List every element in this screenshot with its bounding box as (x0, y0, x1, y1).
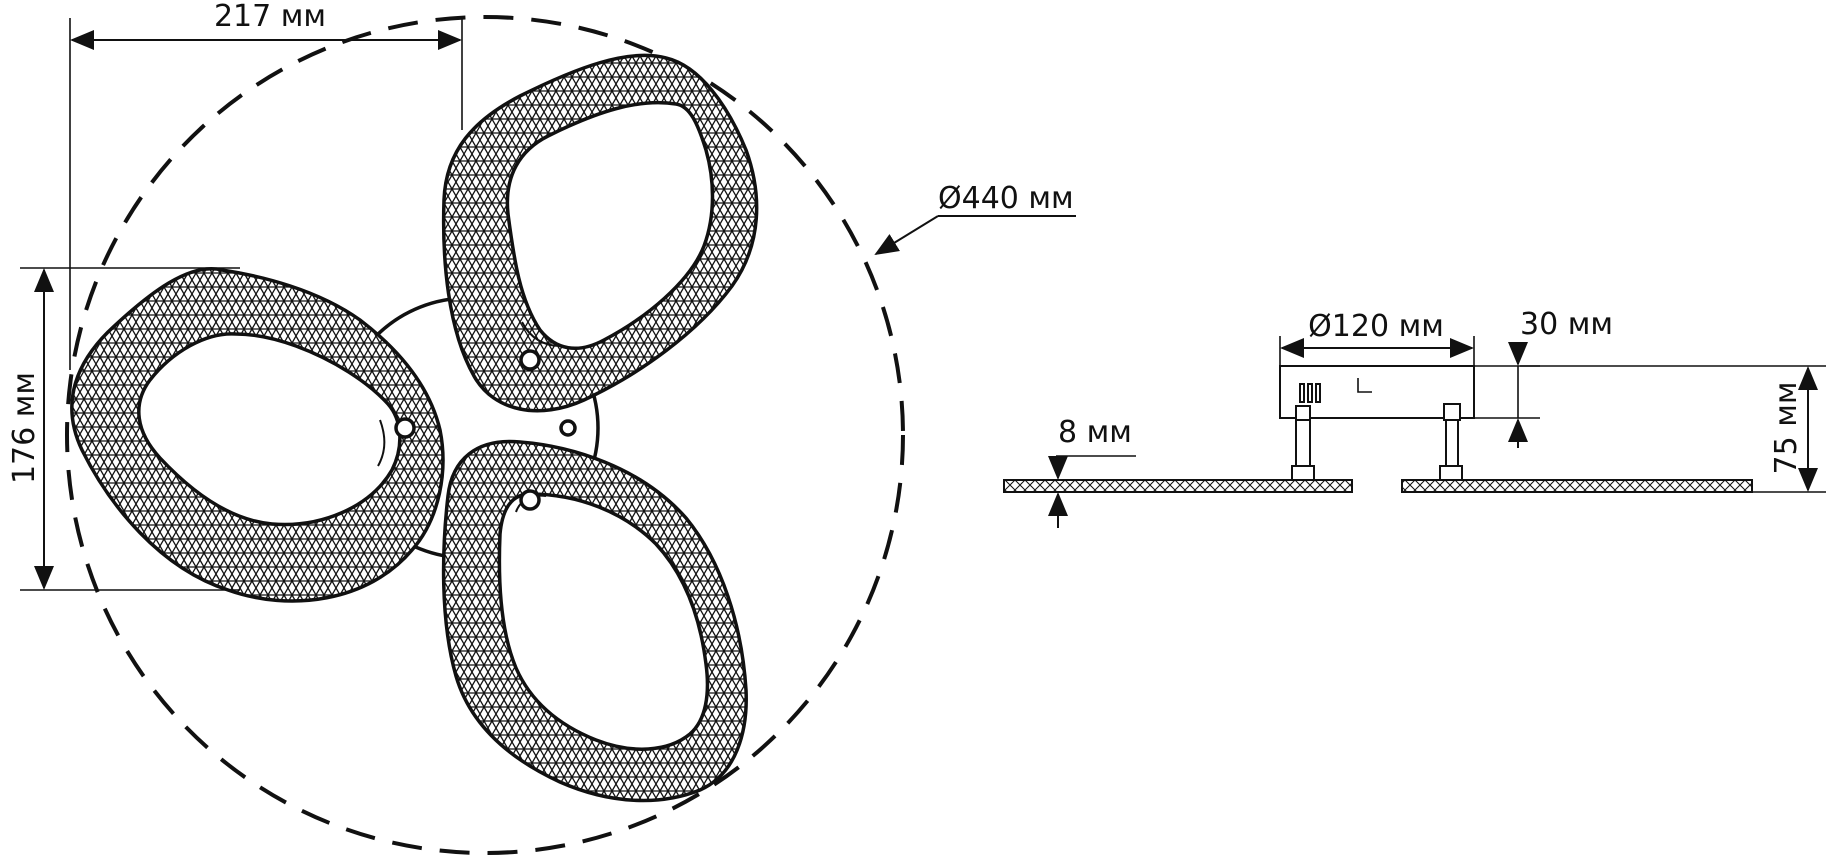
height-dimension-label: 176 мм (7, 372, 42, 484)
width-dimension-label: 217 мм (214, 0, 326, 34)
side-view: Ø120 мм 30 мм 75 мм 8 мм (1003, 307, 1826, 528)
base-diameter-label: Ø120 мм (1308, 309, 1444, 344)
bottom-petal (441, 439, 748, 803)
left-plate (1003, 479, 1353, 493)
top-view: 217 мм 176 мм Ø440 мм (7, 0, 1076, 855)
left-petal-screw (394, 417, 416, 439)
left-petal (70, 267, 445, 603)
bottom-petal-screw (519, 489, 541, 511)
diameter-dimension-label: Ø440 мм (938, 181, 1074, 216)
top-petal-screw (519, 349, 541, 371)
right-plate (1401, 479, 1753, 493)
hub-screw (559, 419, 577, 437)
total-height-label: 75 мм (1769, 382, 1804, 475)
plate-thickness-label: 8 мм (1058, 415, 1132, 450)
base-height-label: 30 мм (1520, 307, 1613, 342)
top-petal (441, 53, 759, 413)
overall-diameter-circle (65, 15, 905, 855)
